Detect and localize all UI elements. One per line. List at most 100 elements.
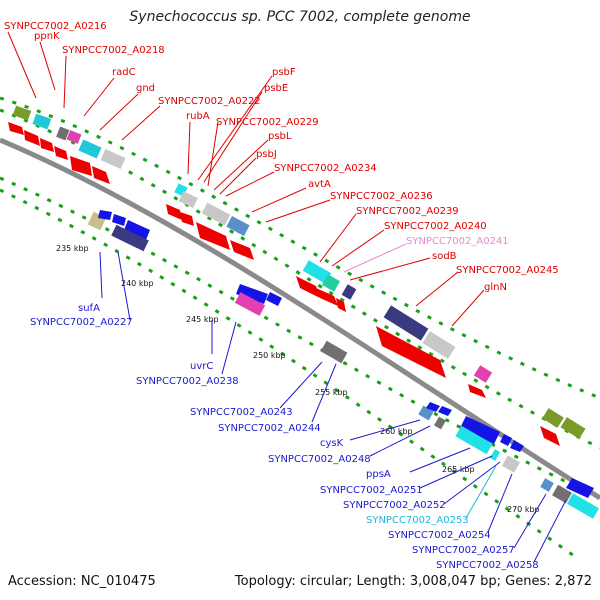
tick-label: 240 kbp [121,279,154,288]
leader-line [451,289,485,327]
gene-block [540,478,554,492]
gene-label: radC [112,67,136,78]
gene-label: SYNPCC7002_A0258 [436,560,539,571]
gene-block [567,493,599,519]
gene-arrow [566,478,594,498]
gene-label: sodB [432,251,457,262]
gene-label: SYNPCC7002_A0236 [330,191,433,202]
gene-block [455,425,493,455]
gene-label: SYNPCC7002_A0238 [136,376,239,387]
dotted-tracks [0,96,600,562]
tick-label: 250 kbp [253,351,286,360]
gene-arrow [54,146,68,160]
leader-line [369,425,431,457]
map-title: Synechococcus sp. PCC 7002, complete gen… [129,9,471,25]
gene-block [32,113,52,130]
leader-line [203,91,263,183]
gene-label: SYNPCC7002_A0216 [4,21,107,32]
gene-label: SYNPCC7002_A0248 [268,454,371,465]
gene-arrow [266,292,282,306]
reverse-labels: sufA SYNPCC7002_A0227 uvrC SYNPCC7002_A0… [30,251,567,571]
tick-label: 260 kbp [380,427,413,436]
leader-line [349,257,431,281]
gene-block [12,105,32,121]
gene-label: SYNPCC7002_A0244 [218,423,321,434]
gene-arrow [376,326,446,378]
leader-line [487,473,513,533]
leader-line [349,419,421,441]
gene-arrow [124,220,150,240]
leader-line [39,41,56,91]
gene-block [418,405,434,421]
leader-line [99,93,139,131]
gene-arrow [460,416,500,444]
leader-line [279,361,323,409]
leader-line [415,271,459,307]
gene-block [100,149,126,169]
leader-line [311,363,337,423]
gene-arrow [236,284,268,304]
gene-label: psbJ [256,149,277,160]
reverse-inner-track [0,176,600,500]
gene-block [489,449,501,461]
gene-label: SYNPCC7002_A0240 [384,221,487,232]
gene-block [473,365,493,383]
leader-line [419,455,493,489]
leader-line [465,465,497,519]
gene-block [201,202,231,226]
gene-block [226,216,250,236]
gene-label: ppsA [366,469,391,480]
gene-arrow [92,166,110,184]
leader-line [63,55,67,109]
gene-arrow [24,130,40,146]
gene-arrow [468,384,486,398]
gene-arrow [8,122,24,135]
gene-arrow [510,440,524,452]
gene-label: ppnK [34,31,60,42]
gene-block [111,224,149,252]
leader-line [219,157,257,195]
leader-line [265,199,331,223]
reverse-gene-blocks [87,210,599,519]
gene-block [321,274,341,292]
leader-line [533,499,567,563]
tick-label: 245 kbp [186,315,219,324]
gene-label: SYNPCC7002_A0257 [412,545,515,556]
gene-label: SYNPCC7002_A0239 [356,206,459,217]
gene-label: SYNPCC7002_A0251 [320,485,423,496]
tick-label: 270 kbp [507,505,540,514]
forward-labels: SYNPCC7002_A0216 ppnK SYNPCC7002_A0218 r… [4,21,559,327]
gene-label: rubA [186,111,210,122]
gene-label-highlighted: SYNPCC7002_A0241 [406,236,509,247]
gene-arrow [112,214,126,226]
gene-arrow [70,156,92,176]
tick-label: 235 kbp [56,244,89,253]
gene-block [320,340,348,364]
gene-label: gnd [136,83,155,94]
leader-line [117,251,131,321]
leader-line [207,121,219,187]
gene-label: psbE [264,83,288,94]
gene-arrow [540,426,560,446]
gene-block [422,331,456,359]
leader-line [121,105,161,141]
gene-block [302,260,332,284]
gene-label: SYNPCC7002_A0227 [30,317,133,328]
leader-line [513,493,547,549]
accession-text: Accession: NC_010475 [8,574,156,589]
gene-label: SYNPCC7002_A0252 [343,500,446,511]
gene-label: SYNPCC7002_A0218 [62,45,165,56]
gene-label: SYNPCC7002_A0222 [158,96,261,107]
reverse-outer-track [0,188,581,562]
gene-label: SYNPCC7002_A0229 [216,117,319,128]
gene-arrow [438,406,452,416]
gene-block [341,284,357,300]
leader-line [213,139,269,191]
tick-label: 255 kbp [315,388,348,397]
gene-arrow [296,276,320,298]
gene-block [178,191,198,209]
leader-line [187,121,191,175]
gene-label: SYNPCC7002_A0254 [388,530,491,541]
gene-arrow [426,402,440,412]
